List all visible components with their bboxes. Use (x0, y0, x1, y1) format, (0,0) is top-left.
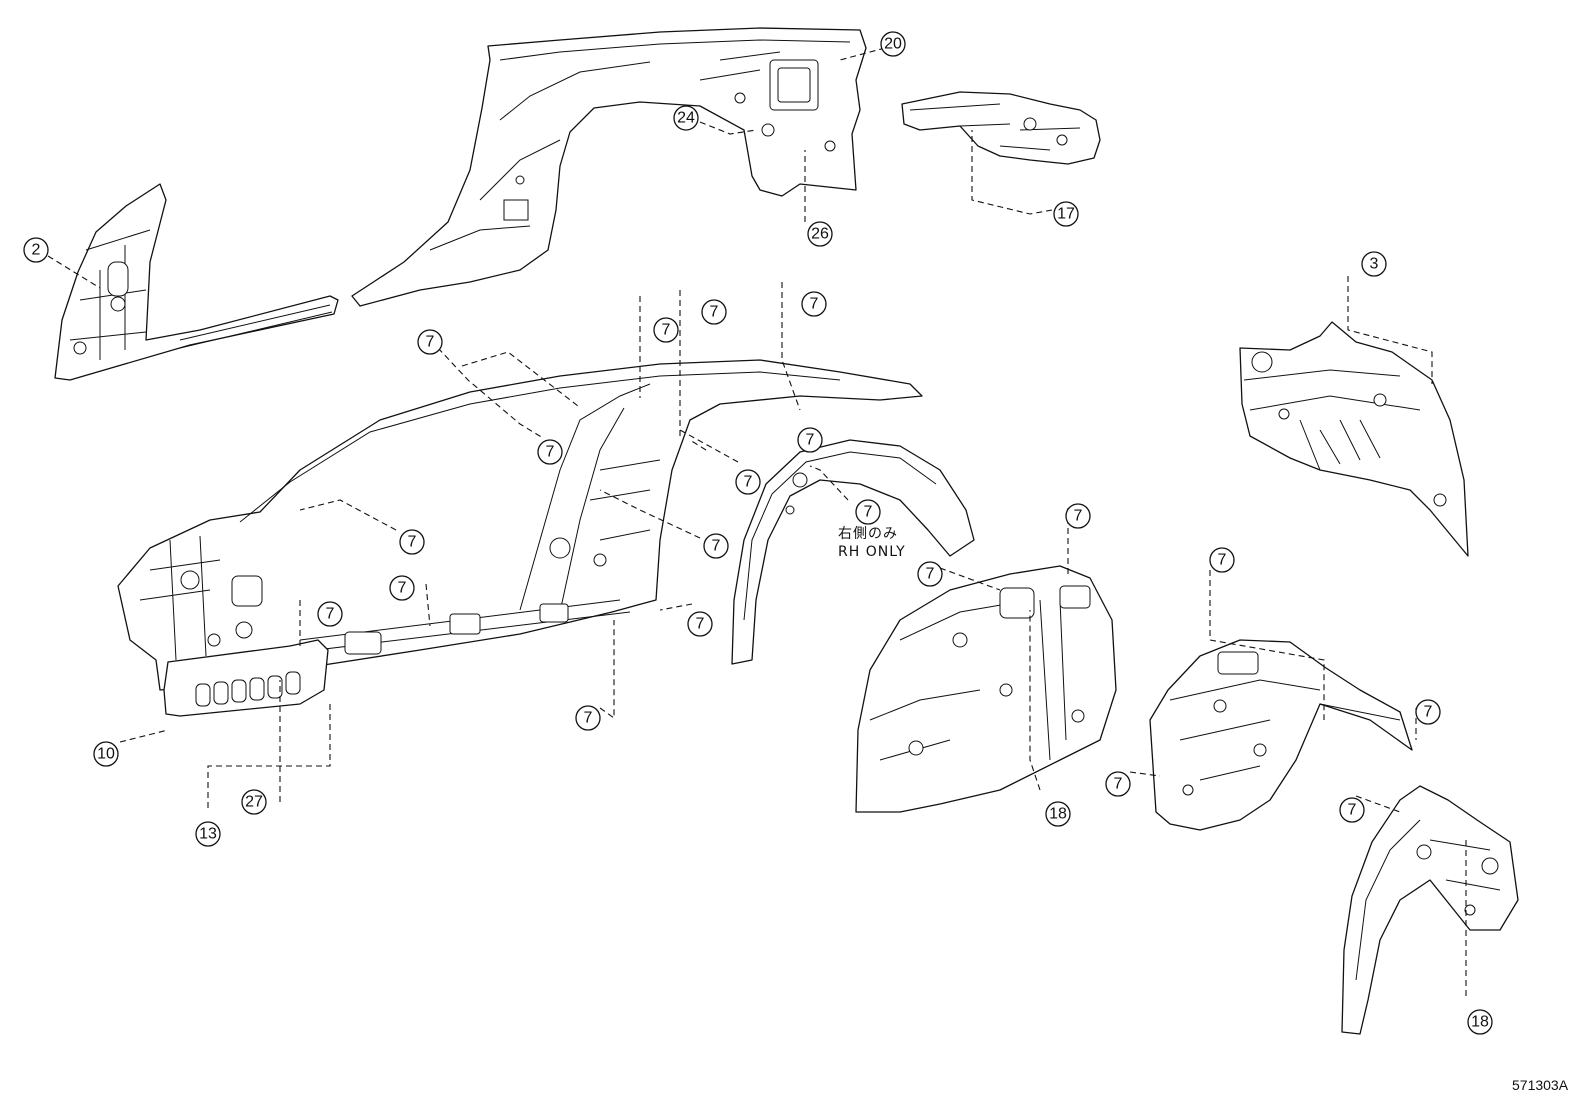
callout-17: 17 (1053, 201, 1079, 227)
callout-label: 18 (1471, 1014, 1489, 1031)
wheel-house-outer-part (1341, 785, 1519, 1035)
front-pillar-part (54, 183, 339, 381)
rh-only-note-jp: 右側のみ (838, 526, 898, 542)
callout-label: 7 (864, 504, 873, 521)
callout-18: 18 (1467, 1009, 1493, 1035)
callout-7: 7 (687, 611, 713, 637)
wheel-housing-inner-part (855, 565, 1117, 813)
callout-label: 7 (1074, 508, 1083, 525)
callout-7: 7 (703, 533, 729, 559)
leader-lines (47, 47, 1467, 996)
callout-27: 27 (241, 789, 267, 815)
callout-label: 24 (677, 110, 695, 127)
callout-label: 7 (810, 296, 819, 313)
callout-label: 20 (884, 36, 902, 53)
callout-label: 17 (1057, 206, 1075, 223)
quarter-panel-part (351, 27, 867, 307)
callout-7: 7 (801, 291, 827, 317)
callout-7: 7 (575, 705, 601, 731)
callout-label: 7 (426, 334, 435, 351)
callout-7: 7 (417, 329, 443, 355)
callout-label: 7 (408, 534, 417, 551)
callout-label: 3 (1370, 256, 1379, 273)
callout-label: 7 (662, 322, 671, 339)
callout-7: 7 (1415, 699, 1441, 725)
rh-only-note-en: RH ONLY (838, 544, 906, 560)
callout-13: 13 (195, 821, 221, 847)
callout-7: 7 (855, 499, 881, 525)
callout-7: 7 (1339, 797, 1365, 823)
callout-7: 7 (701, 299, 727, 325)
callout-7: 7 (797, 427, 823, 453)
callout-label: 26 (811, 226, 829, 243)
callout-7: 7 (735, 469, 761, 495)
callout-label: 7 (1218, 552, 1227, 569)
callout-3: 3 (1361, 251, 1387, 277)
callout-label: 7 (806, 432, 815, 449)
callout-7: 7 (389, 575, 415, 601)
callout-26: 26 (807, 221, 833, 247)
callout-label: 7 (584, 710, 593, 727)
side-body-outer-part (117, 359, 923, 691)
wheel-arch-rh-part (731, 439, 975, 665)
callout-10: 10 (93, 741, 119, 767)
callout-24: 24 (673, 105, 699, 131)
callout-label: 2 (32, 242, 41, 259)
callout-label: 7 (1348, 802, 1357, 819)
wheel-housing-panel-part (1149, 639, 1413, 831)
rear-bracket-part (901, 91, 1101, 165)
callout-label: 7 (398, 580, 407, 597)
rocker-reinforcement-part (163, 639, 329, 717)
callout-7: 7 (1209, 547, 1235, 573)
callout-7: 7 (317, 601, 343, 627)
callout-2: 2 (23, 237, 49, 263)
callout-label: 7 (326, 606, 335, 623)
callout-7: 7 (917, 561, 943, 587)
callout-label: 7 (926, 566, 935, 583)
callout-7: 7 (1065, 503, 1091, 529)
callout-label: 7 (546, 444, 555, 461)
callout-18: 18 (1045, 801, 1071, 827)
callout-label: 7 (710, 304, 719, 321)
callout-label: 7 (712, 538, 721, 555)
callout-label: 27 (245, 794, 263, 811)
callout-label: 7 (744, 474, 753, 491)
rear-floor-side-part (1239, 321, 1469, 557)
callout-label: 18 (1049, 806, 1067, 823)
callout-7: 7 (653, 317, 679, 343)
callout-20: 20 (880, 31, 906, 57)
callout-label: 7 (1114, 776, 1123, 793)
callout-label: 10 (97, 746, 115, 763)
callout-7: 7 (399, 529, 425, 555)
diagram-code: 571303A (1512, 1077, 1569, 1093)
callout-7: 7 (537, 439, 563, 465)
callout-label: 7 (1424, 704, 1433, 721)
callout-7: 7 (1105, 771, 1131, 797)
callout-label: 7 (696, 616, 705, 633)
callout-label: 13 (199, 826, 217, 843)
